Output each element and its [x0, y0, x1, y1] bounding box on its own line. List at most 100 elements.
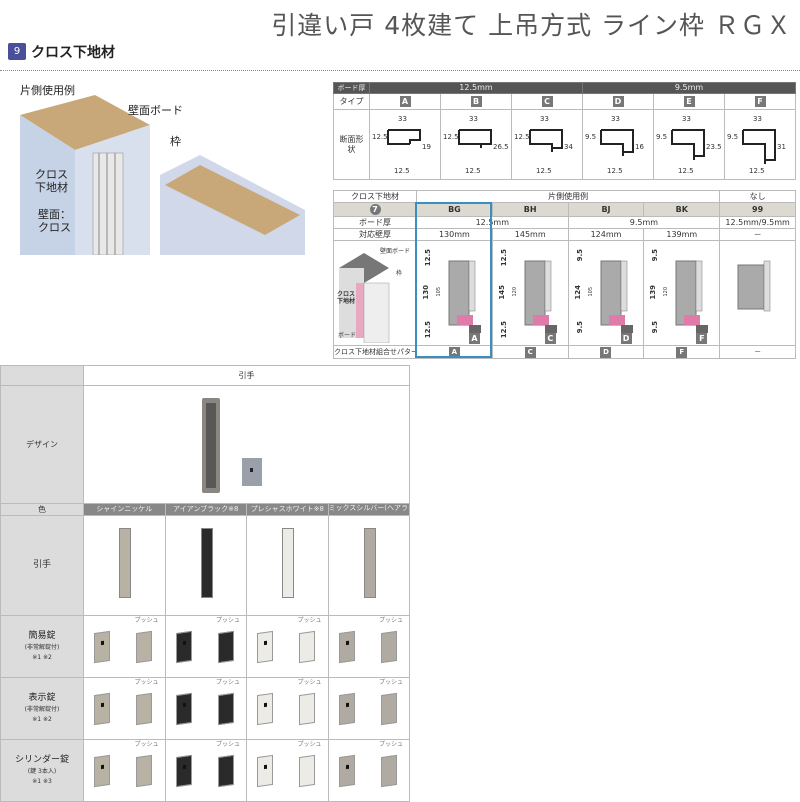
- dim-inner: 105: [436, 287, 442, 297]
- type-letter: C: [541, 96, 553, 107]
- lock-plate-outer: [257, 630, 273, 664]
- dimension-label: 12.5: [465, 167, 481, 175]
- wall-section-icon: [675, 260, 709, 333]
- dim-bottom: 12.5: [499, 321, 508, 339]
- push-label: プッシュ: [215, 679, 240, 686]
- color-name: アイアンブラック※8: [173, 505, 239, 514]
- pattern-type-badge: A: [469, 333, 480, 344]
- color-label: 色: [0, 503, 84, 516]
- type-letter: F: [754, 96, 766, 107]
- dim-total: 139: [649, 285, 658, 300]
- wall-thickness-cell: 139mm: [643, 228, 721, 241]
- lock-image-cell: プッシュ: [83, 677, 166, 740]
- lock-plate-inner: [299, 630, 315, 664]
- usage-diagram-icon: [339, 253, 390, 343]
- handle-image: [363, 528, 376, 598]
- dim-total: 145: [497, 285, 506, 300]
- dim-inner: 120: [511, 287, 518, 297]
- dimension-label: 23.5: [706, 143, 722, 151]
- keyhole-icon: [101, 703, 104, 708]
- dim-inner: 120: [663, 287, 670, 297]
- lock-plate-outer: [175, 754, 192, 788]
- keyhole-icon: [182, 765, 186, 770]
- board-both: 12.5mm/9.5mm: [719, 216, 796, 229]
- cross-base-illustration: [20, 95, 305, 255]
- keyhole-icon: [345, 641, 349, 646]
- handle-design-image: [201, 398, 262, 494]
- cross-section-icon: [458, 129, 492, 148]
- handle-image-cell: [327, 515, 410, 616]
- pattern-value: F: [676, 346, 688, 358]
- lock-image-cell: プッシュ: [164, 677, 247, 740]
- dimension-label: 12.5: [607, 167, 623, 175]
- lock-image-cell: プッシュ: [83, 739, 166, 802]
- lock-note: ※1 ※2: [32, 715, 52, 723]
- label-cross-base: クロス下地材: [35, 168, 68, 195]
- pattern-cell: A: [416, 345, 493, 359]
- push-label: プッシュ: [378, 741, 403, 748]
- dim-top: 12.5: [499, 249, 508, 267]
- diagram-label-board: 壁面ボード: [380, 248, 411, 255]
- handle-image-cell: [164, 515, 247, 616]
- push-label: プッシュ: [297, 679, 322, 686]
- code-cell: BK: [643, 202, 721, 217]
- color-header: アイアンブラック※8: [164, 503, 247, 516]
- board-95: 9.5mm: [567, 216, 721, 229]
- type-cell: C: [511, 93, 583, 110]
- lock-plate-inner: [136, 754, 152, 788]
- label-wall-cross: 壁面：クロス: [38, 208, 71, 235]
- lock-sub: (非常解錠付): [24, 705, 60, 713]
- divider: [0, 70, 800, 71]
- dimension-label: 12.5: [678, 167, 694, 175]
- label-frame: 枠: [170, 135, 181, 148]
- lock-plate-inner: [136, 630, 152, 664]
- dimension-label: 9.5: [585, 133, 597, 141]
- keyhole-icon: [182, 703, 186, 708]
- push-label: プッシュ: [134, 617, 159, 624]
- lock-name: シリンダー錠: [14, 755, 69, 766]
- lock-plate-inner: [217, 692, 234, 726]
- lock-label-cell: 表示錠(非常解錠付)※1 ※2: [0, 677, 84, 740]
- pattern-cell: －: [719, 345, 796, 359]
- lock-image-cell: プッシュ: [246, 615, 329, 678]
- wall-thickness-cell: 145mm: [491, 228, 569, 241]
- cross-section-icon: [671, 129, 705, 160]
- pattern-cell: F: [643, 345, 721, 359]
- section-title: クロス下地材: [31, 45, 115, 61]
- lock-image-cell: プッシュ: [83, 615, 166, 678]
- dim-total: 124: [573, 285, 582, 300]
- keyhole-icon: [101, 641, 104, 646]
- lock-plate-outer: [257, 754, 273, 788]
- push-label: プッシュ: [215, 741, 240, 748]
- dimension-label: 9.5: [656, 133, 668, 141]
- one-side-header: 片側使用例: [415, 190, 721, 203]
- lock-plate-outer: [94, 692, 110, 726]
- lock-plate-inner: [217, 630, 234, 664]
- dimension-label: 9.5: [727, 133, 739, 141]
- lock-name: 簡易錠: [28, 631, 56, 642]
- page-title: 引違い戸 4枚建て 上吊方式 ライン枠 ＲＧＸ: [271, 11, 792, 40]
- push-label: プッシュ: [378, 617, 403, 624]
- dim-inner: 105: [587, 287, 594, 297]
- dimension-label: 12.5: [514, 133, 530, 141]
- lock-note: ※1 ※3: [32, 777, 52, 785]
- dimension-label: 31: [777, 143, 786, 151]
- handle-image-cell: [83, 515, 166, 616]
- board-12-header: 12.5mm: [369, 82, 583, 94]
- shape-label: 断面形状: [333, 109, 370, 180]
- dimension-label: 33: [398, 115, 407, 123]
- dim-bottom: 9.5: [575, 321, 584, 334]
- lock-image-cell: プッシュ: [246, 739, 329, 802]
- cross-section-icon: [600, 129, 634, 156]
- type-letter: A: [399, 96, 411, 107]
- lock-plate-outer: [338, 692, 355, 726]
- pattern-value: D: [600, 346, 612, 358]
- keyhole-icon: [264, 703, 267, 708]
